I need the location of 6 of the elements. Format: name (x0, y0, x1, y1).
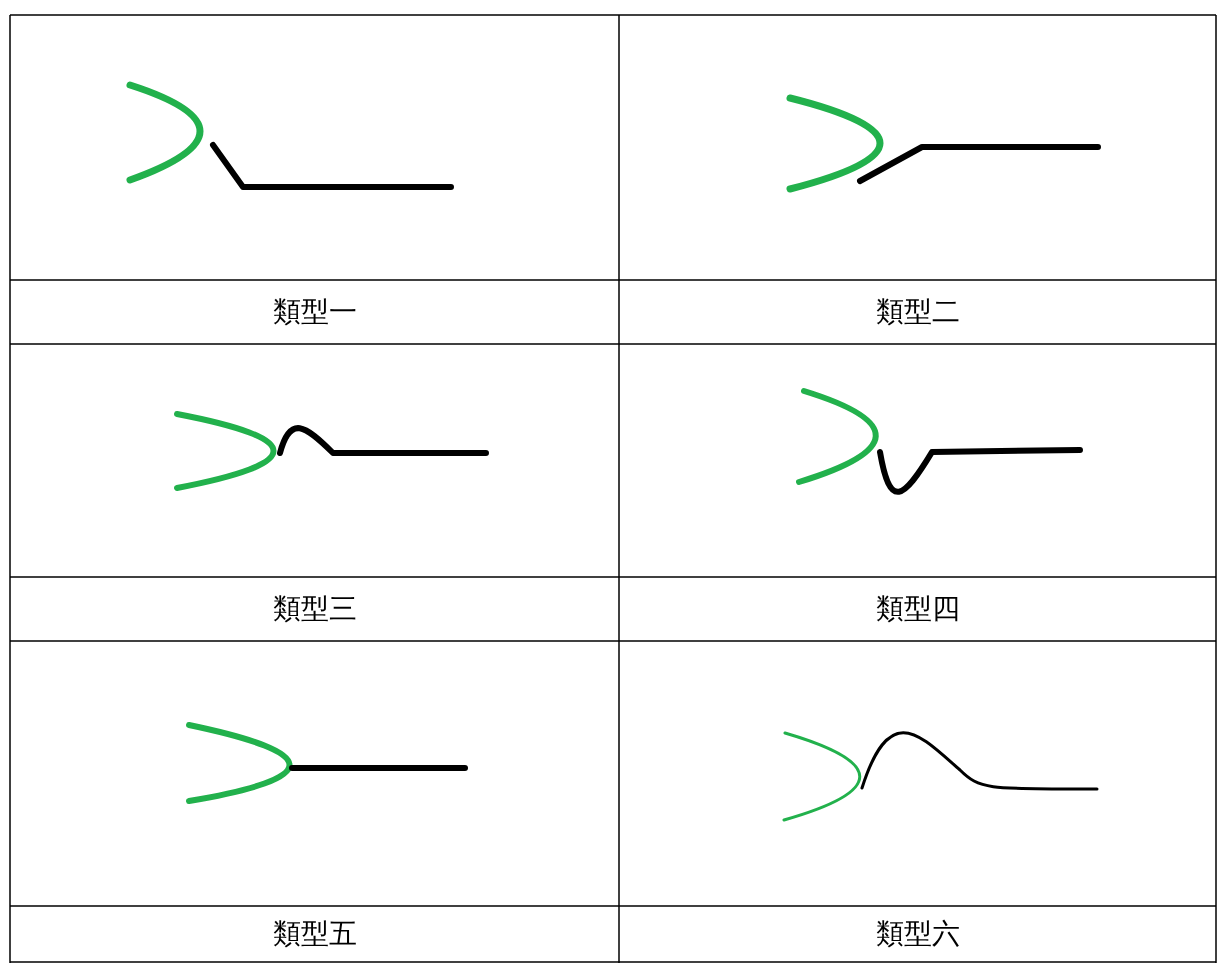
type-label: 類型五 (272, 917, 357, 951)
type-label: 類型三 (272, 592, 357, 626)
type-label: 類型二 (875, 295, 960, 329)
type-label: 類型六 (875, 917, 960, 951)
type-label: 類型一 (272, 295, 357, 329)
type-label: 類型四 (875, 592, 960, 626)
